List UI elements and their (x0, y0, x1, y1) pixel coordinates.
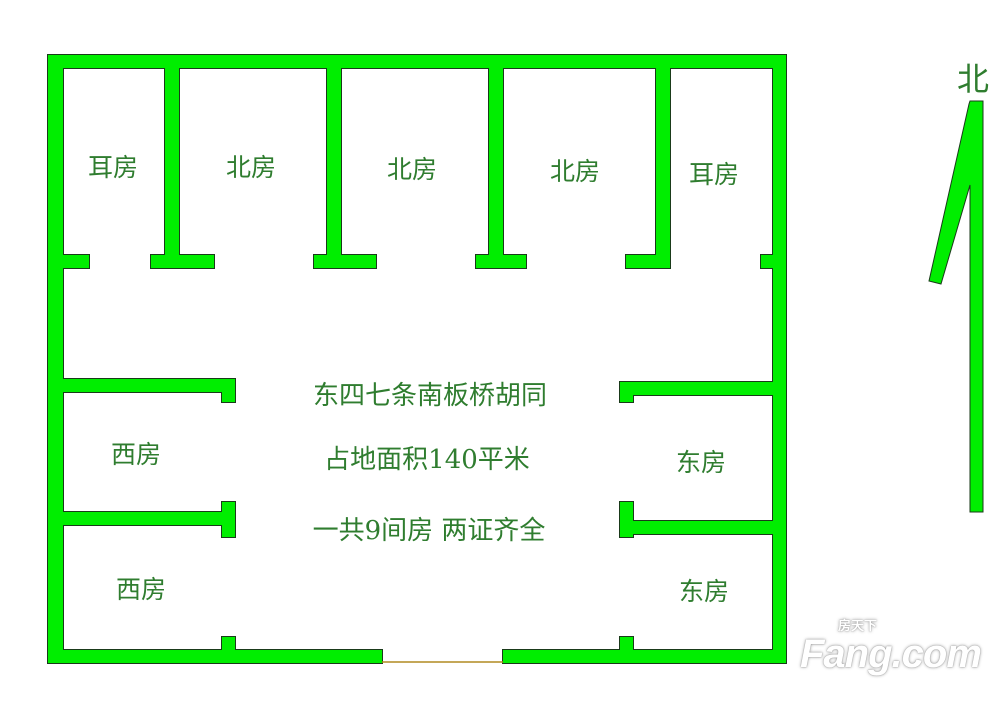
room-label-north-1: 耳房 (88, 153, 139, 182)
wall (761, 255, 773, 268)
room-label-north-4: 北房 (550, 157, 601, 186)
wall (620, 382, 633, 402)
room-label-west-2: 西房 (116, 575, 167, 604)
room-label-north-5: 耳房 (689, 160, 740, 189)
wall (503, 650, 786, 663)
wall (63, 512, 235, 525)
wall (773, 55, 786, 663)
wall (48, 55, 786, 68)
address-text: 东四七条南板桥胡同 (312, 381, 548, 411)
wall (222, 379, 235, 402)
wall (476, 255, 526, 268)
north-arrow-icon (928, 100, 984, 513)
summary-text: 一共9间房 两证齐全 (312, 516, 546, 546)
wall (314, 255, 376, 268)
wall (489, 68, 503, 268)
watermark-brand: Fang.com (800, 632, 982, 676)
wall (620, 502, 633, 537)
room-label-north-3: 北房 (387, 155, 438, 184)
wall (165, 68, 179, 268)
room-label-east-1: 东房 (676, 448, 727, 477)
area-text: 占地面积140平米 (324, 445, 530, 475)
wall (48, 55, 63, 663)
wall (327, 68, 341, 268)
wall (63, 379, 235, 392)
wall (620, 382, 773, 395)
room-label-north-2: 北房 (226, 153, 277, 182)
room-label-east-2: 东房 (679, 577, 730, 606)
wall (48, 650, 382, 663)
room-label-west-1: 西房 (111, 440, 162, 469)
wall (63, 255, 89, 268)
wall (222, 502, 235, 537)
wall (620, 521, 773, 534)
wall (620, 637, 633, 650)
wall (222, 637, 235, 650)
watermark-chinese: 房天下 (838, 618, 878, 633)
watermark-logo: 房天下 Fang.com (800, 618, 982, 676)
wall (656, 68, 670, 268)
compass-label: 北 (957, 60, 990, 98)
wall (626, 255, 670, 268)
wall (151, 255, 214, 268)
